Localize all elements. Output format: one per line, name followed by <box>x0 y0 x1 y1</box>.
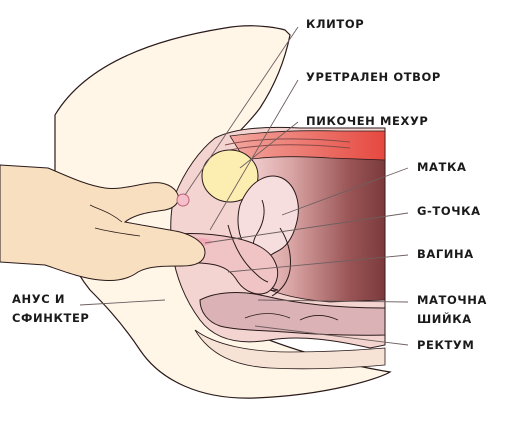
clitoris-marker <box>176 193 190 207</box>
bladder-wall-lines <box>224 138 351 151</box>
label-clitoris: КЛИТОР <box>306 17 365 31</box>
label-uterus: МАТКА <box>417 160 467 174</box>
label-g-spot: G-ТОЧКА <box>417 204 481 218</box>
vaginal-inner-line <box>271 227 291 297</box>
finger-crease <box>89 204 141 237</box>
label-vagina: ВАГИНА <box>417 247 474 261</box>
vaginal-wall-line <box>227 224 269 283</box>
label-urethral-opening: УРЕТРАЛЕН ОТВОР <box>306 70 441 84</box>
label-rectum: РЕКТУМ <box>417 338 475 352</box>
label-cervix-line2: ШИЙКА <box>417 312 472 326</box>
perineum-band <box>194 329 386 370</box>
leader-lines <box>79 26 409 346</box>
label-anus-line1: АНУС И <box>12 292 66 306</box>
label-bladder: ПИКОЧЕН МЕХУР <box>306 114 429 128</box>
label-cervix-line1: МАТОЧНА <box>417 293 487 307</box>
rectum-folds <box>244 313 339 321</box>
bladder-shape <box>201 149 259 203</box>
rectum-shape <box>199 292 386 336</box>
label-anus-line2: СФИНКТЕР <box>12 311 90 325</box>
hand-shape <box>0 164 206 281</box>
label-anus-sphincter: АНУС И СФИНКТЕР <box>12 290 89 328</box>
label-cervix: МАТОЧНА ШИЙКА <box>417 291 487 329</box>
